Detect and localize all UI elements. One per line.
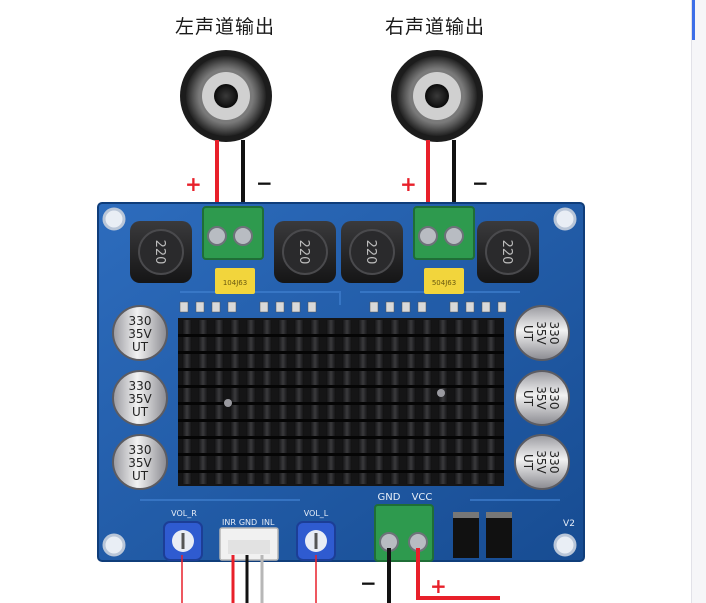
mounting-hole-icon [102, 207, 577, 557]
vol-r-potentiometer-icon [163, 521, 203, 561]
heatsink-groove [178, 436, 504, 439]
heatsink [178, 318, 504, 486]
heatsink-groove [178, 453, 504, 456]
vol-r-label: VOL_R [171, 509, 197, 518]
inductor-value-text: 220 [363, 240, 378, 265]
heatsink-groove [178, 385, 504, 388]
right-positive-sign: + [400, 172, 417, 196]
left-speaker-icon [180, 50, 272, 142]
heatsink-groove [178, 402, 504, 405]
right-speaker-terminal [413, 206, 475, 260]
svg-text:UT: UT [132, 469, 149, 483]
input-wires [181, 555, 317, 603]
svg-text:330: 330 [129, 379, 152, 393]
heatsink-groove [178, 351, 504, 354]
version-label: V2 [563, 519, 575, 529]
audio-input-connector [219, 527, 279, 561]
svg-text:330: 330 [129, 443, 152, 457]
svg-text:UT: UT [521, 390, 535, 407]
capacitor-icon: 330 35V UT [514, 434, 570, 490]
svg-text:35V: 35V [128, 456, 152, 470]
gnd-input-label: GND [239, 518, 257, 527]
smd-components [179, 301, 507, 313]
svg-text:330: 330 [547, 322, 561, 345]
capacitor-icon: 330 35V UT [514, 370, 570, 426]
left-speaker-terminal [202, 206, 264, 260]
power-negative-sign: − [360, 571, 377, 595]
power-wires [387, 548, 500, 603]
heatsink-groove [178, 419, 504, 422]
capacitor-icon: 330 35V UT [112, 434, 168, 490]
capacitor-icon: 330 35V UT [112, 305, 168, 361]
svg-text:35V: 35V [128, 327, 152, 341]
diode-icon [453, 512, 512, 558]
film-capacitor-icon: 104J63 504J63 [215, 268, 464, 294]
inr-label: INR [222, 518, 236, 527]
svg-text:35V: 35V [128, 392, 152, 406]
right-speaker-icon [391, 50, 483, 142]
svg-text:330: 330 [547, 387, 561, 410]
inductor-value-text: 220 [296, 240, 311, 265]
left-negative-sign: − [256, 171, 273, 195]
svg-text:UT: UT [132, 405, 149, 419]
electrolytic-capacitors: 330 35V UT 330 35V UT 330 35V UT 330 35V… [112, 305, 570, 490]
svg-text:35V: 35V [534, 450, 548, 474]
vcc-label: VCC [412, 492, 433, 503]
amplifier-pcb: 220 220 220 220 104J63 504J [97, 202, 585, 562]
inductor-icon: 220 220 220 220 [130, 221, 539, 283]
film-cap-right-text: 504J63 [432, 279, 456, 287]
vol-l-potentiometer-icon [296, 521, 336, 561]
right-negative-sign: − [472, 171, 489, 195]
heatsink-groove [178, 334, 504, 337]
left-positive-sign: + [185, 172, 202, 196]
capacitor-icon: 330 35V UT [514, 305, 570, 361]
svg-text:330: 330 [129, 314, 152, 328]
svg-text:35V: 35V [534, 321, 548, 345]
svg-text:UT: UT [521, 454, 535, 471]
power-terminal [374, 504, 434, 562]
svg-text:UT: UT [521, 325, 535, 342]
svg-text:UT: UT [132, 340, 149, 354]
svg-text:330: 330 [547, 451, 561, 474]
capacitor-icon: 330 35V UT [112, 370, 168, 426]
inductor-value-text: 220 [152, 240, 167, 265]
power-positive-sign: + [430, 574, 447, 598]
svg-text:35V: 35V [534, 386, 548, 410]
vol-l-label: VOL_L [304, 509, 329, 518]
heatsink-groove [178, 470, 504, 473]
inl-label: INL [262, 518, 275, 527]
gnd-label: GND [378, 492, 401, 503]
right-edge-panel [691, 0, 706, 603]
right-channel-output-label: 右声道输出 [385, 16, 486, 38]
heatsink-groove [178, 368, 504, 371]
film-cap-left-text: 104J63 [223, 279, 247, 287]
left-channel-output-label: 左声道输出 [175, 16, 276, 38]
inductor-value-text: 220 [499, 240, 514, 265]
